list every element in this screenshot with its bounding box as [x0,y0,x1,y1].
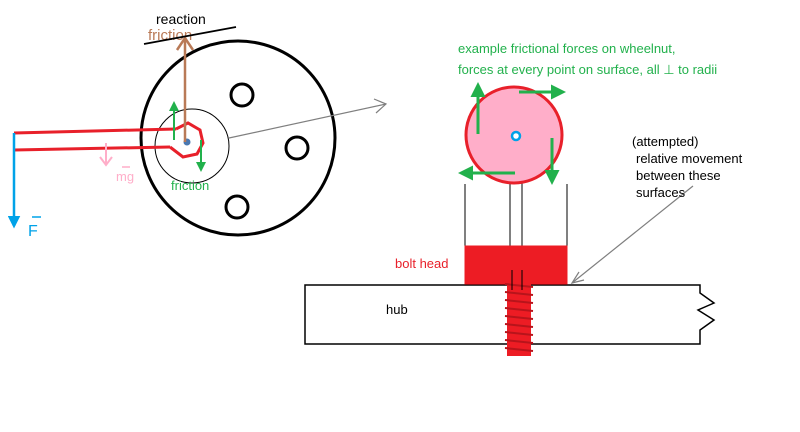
friction-struck-label: friction [148,27,192,44]
bolt-center [510,130,522,142]
attempted-label: (attempted) [632,134,698,149]
relative-movement-line3: surfaces [636,185,686,200]
wheel-diagram: reaction friction friction mg F [7,11,388,240]
surface-pointer-arrow [571,185,694,284]
relative-movement-line1: relative movement [636,151,743,166]
force-label: F [28,223,38,240]
strike-through-line [143,26,237,45]
green-note-line1: example frictional forces on wheelnut, [458,41,676,56]
relative-movement-line2: between these [636,168,721,183]
spanner-socket [169,121,205,159]
spanner-handle [13,127,177,152]
stud-hole-bottom [224,194,250,220]
bolt-threads [504,283,534,352]
wheel-disc [139,39,337,237]
green-note-line2: forces at every point on surface, all ⊥ … [458,62,717,77]
stud-hole-top [229,82,255,108]
zoom-pointer-arrow [228,103,387,139]
bolt-head-label: bolt head [395,256,449,271]
reaction-label: reaction [156,11,206,27]
stud-hole-right [284,135,310,161]
mg-label: mg [116,169,134,184]
hub-label: hub [386,302,408,317]
friction-label: friction [171,178,209,193]
wheelnut-diagram: example frictional forces on wheelnut, f… [304,41,743,356]
